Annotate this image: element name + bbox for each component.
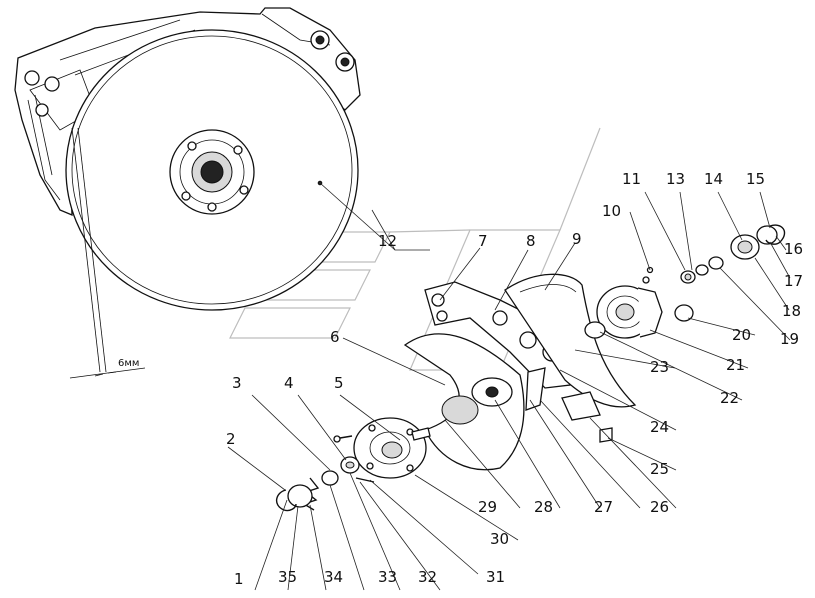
dimension-6mm: 6мм xyxy=(69,127,146,379)
callout-9: 9 xyxy=(572,230,582,248)
callout-20: 20 xyxy=(732,326,751,344)
callout-2: 2 xyxy=(226,430,236,448)
callout-31: 31 xyxy=(486,568,505,586)
callout-17: 17 xyxy=(784,272,803,290)
scraper-blade xyxy=(504,273,637,408)
dimension-label: 6мм xyxy=(118,358,139,369)
callout-16: 16 xyxy=(784,240,803,258)
callout-32: 32 xyxy=(418,568,437,586)
callout-33: 33 xyxy=(378,568,397,586)
callout-12: 12 xyxy=(378,232,397,250)
leader-lines xyxy=(227,182,791,591)
callout-labels: 1 2 3 4 5 6 7 8 9 10 11 12 13 14 15 16 1… xyxy=(226,170,803,588)
callout-28: 28 xyxy=(534,498,553,516)
cap-17 xyxy=(756,225,778,245)
callout-13: 13 xyxy=(666,170,685,188)
callout-14: 14 xyxy=(704,170,723,188)
callout-11: 11 xyxy=(622,170,641,188)
callout-4: 4 xyxy=(284,374,294,392)
callout-25: 25 xyxy=(650,460,669,478)
callout-19: 19 xyxy=(780,330,799,348)
callout-21: 21 xyxy=(726,356,745,374)
bracket-26 xyxy=(561,391,601,421)
spacer-19 xyxy=(708,256,724,270)
callout-27: 27 xyxy=(594,498,613,516)
callout-8: 8 xyxy=(526,232,536,250)
callout-18: 18 xyxy=(782,302,801,320)
callout-23: 23 xyxy=(650,358,669,376)
callout-6: 6 xyxy=(330,328,340,346)
seal-33 xyxy=(321,470,339,486)
exploded-view xyxy=(276,224,786,512)
bracket-27 xyxy=(525,367,546,411)
callout-1: 1 xyxy=(234,570,244,588)
ring-20 xyxy=(674,304,694,322)
callout-15: 15 xyxy=(746,170,765,188)
washer-23 xyxy=(584,321,606,339)
ring-12 xyxy=(695,264,709,276)
cap-35 xyxy=(287,484,313,508)
callout-5: 5 xyxy=(334,374,344,392)
callout-35: 35 xyxy=(278,568,297,586)
snap-ring-1 xyxy=(276,489,297,512)
callout-34: 34 xyxy=(324,568,343,586)
watermark-logo xyxy=(229,127,601,371)
bolt-3 xyxy=(339,435,353,439)
callout-10: 10 xyxy=(602,202,621,220)
callout-29: 29 xyxy=(478,498,497,516)
callout-7: 7 xyxy=(478,232,488,250)
callout-3: 3 xyxy=(232,374,242,392)
callout-22: 22 xyxy=(720,389,739,407)
callout-26: 26 xyxy=(650,498,669,516)
assembled-unit-view xyxy=(14,7,361,311)
callout-30: 30 xyxy=(490,530,509,548)
callout-24: 24 xyxy=(650,418,669,436)
